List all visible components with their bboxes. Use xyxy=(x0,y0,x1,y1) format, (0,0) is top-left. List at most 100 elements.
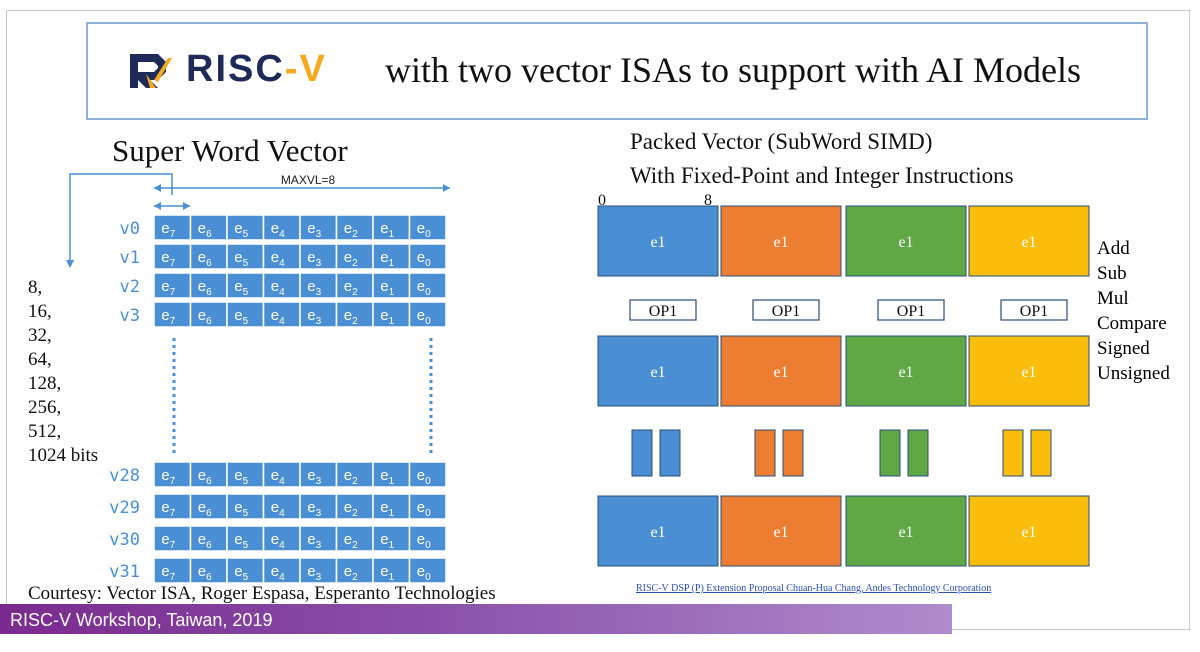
vector-element-cell xyxy=(408,214,447,241)
arrow-head-icon xyxy=(154,184,161,192)
vector-element-cell xyxy=(262,493,301,520)
op-box xyxy=(629,299,697,321)
sub-element-bar xyxy=(782,429,804,477)
arrow-head-icon xyxy=(443,184,450,192)
arrow-head-icon xyxy=(154,202,161,210)
bit-label-start: 0 xyxy=(598,192,606,209)
packed-element-block xyxy=(845,205,967,277)
vector-element-cell xyxy=(372,461,411,488)
bit-width-item: 64, xyxy=(28,349,52,370)
packed-element-block xyxy=(720,205,842,277)
vector-element-cell xyxy=(335,557,374,584)
packed-element-block xyxy=(968,495,1090,567)
operation-item: Unsigned xyxy=(1097,363,1170,384)
vector-element-cell xyxy=(226,525,265,552)
vector-element-cell xyxy=(408,525,447,552)
packed-element-label: e1 xyxy=(898,364,913,381)
dsp-reference-link[interactable]: RISC-V DSP (P) Extension Proposal Chuan-… xyxy=(636,583,992,594)
vector-element-cell xyxy=(189,301,228,328)
vector-element-cell xyxy=(189,493,228,520)
vector-element-cell xyxy=(262,461,301,488)
risc-v-logo-icon xyxy=(130,54,172,88)
operation-item: Compare xyxy=(1097,313,1167,334)
vector-element-cell xyxy=(372,214,411,241)
packed-element-label: e1 xyxy=(1021,524,1036,541)
sub-element-bar xyxy=(659,429,681,477)
risc-v-logo-text: RISC-V xyxy=(186,48,327,90)
vector-element-cell xyxy=(408,243,447,270)
bit-width-item: 16, xyxy=(28,301,52,322)
op-box xyxy=(1000,299,1068,321)
register-label: v2 xyxy=(120,277,140,297)
arrow-head-icon xyxy=(66,260,74,268)
vector-element-cell xyxy=(262,557,301,584)
operation-item: Mul xyxy=(1097,288,1129,309)
register-label: v30 xyxy=(109,530,140,550)
packed-element-label: e1 xyxy=(650,524,665,541)
vector-element-cell xyxy=(262,214,301,241)
packed-element-label: e1 xyxy=(1021,234,1036,251)
workshop-label: RISC-V Workshop, Taiwan, 2019 xyxy=(10,610,273,630)
vector-element-cell xyxy=(299,214,338,241)
vector-element-cell xyxy=(226,243,265,270)
vector-element-cell xyxy=(153,272,192,299)
packed-element-label: e1 xyxy=(773,364,788,381)
vector-element-cell xyxy=(372,557,411,584)
packed-element-label: e1 xyxy=(1021,364,1036,381)
packed-element-label: e1 xyxy=(773,234,788,251)
sub-element-bar xyxy=(1002,429,1024,477)
vector-element-cell xyxy=(372,272,411,299)
register-label: v0 xyxy=(120,219,140,239)
bit-width-item: 256, xyxy=(28,397,62,418)
packed-element-label: e1 xyxy=(773,524,788,541)
super-word-heading: Super Word Vector xyxy=(112,133,348,168)
courtesy-note: Courtesy: Vector ISA, Roger Espasa, Espe… xyxy=(28,583,496,604)
sub-element-bar xyxy=(631,429,653,477)
bit-width-item: 512, xyxy=(28,421,62,442)
packed-element-block xyxy=(597,205,719,277)
footer-bar xyxy=(0,604,952,634)
vector-element-cell xyxy=(408,461,447,488)
vector-element-cell xyxy=(408,301,447,328)
vector-element-cell xyxy=(299,525,338,552)
sub-element-bar xyxy=(879,429,901,477)
bit-width-list: 8,16,32,64,128,256,512,1024 bits xyxy=(28,276,138,468)
sub-element-bar xyxy=(907,429,929,477)
slide-title: with two vector ISAs to support with AI … xyxy=(385,50,1081,90)
bit-width-item: 1024 bits xyxy=(28,445,99,466)
register-label: v1 xyxy=(120,248,140,268)
packed-element-block xyxy=(597,495,719,567)
vector-element-cell xyxy=(335,301,374,328)
vector-element-cell xyxy=(372,301,411,328)
packed-heading-line1: Packed Vector (SubWord SIMD) xyxy=(630,129,933,154)
packed-element-label: e1 xyxy=(898,234,913,251)
bit-label-end: 8 xyxy=(704,192,712,209)
packed-element-block xyxy=(597,335,719,407)
vector-element-cell xyxy=(226,557,265,584)
operation-item: Signed xyxy=(1097,338,1150,359)
vector-element-cell xyxy=(226,493,265,520)
packed-element-label: e1 xyxy=(650,234,665,251)
op-label: OP1 xyxy=(897,303,925,320)
arrow-head-icon xyxy=(183,202,190,210)
register-label: v3 xyxy=(120,306,140,326)
sub-element-bar xyxy=(754,429,776,477)
vector-element-cell xyxy=(153,243,192,270)
bit-width-item: 128, xyxy=(28,373,62,394)
vector-element-cell xyxy=(226,214,265,241)
packed-element-label: e1 xyxy=(650,364,665,381)
vector-element-cell xyxy=(189,214,228,241)
vector-element-cell xyxy=(299,557,338,584)
vector-element-cell xyxy=(226,301,265,328)
register-label: v28 xyxy=(109,466,140,486)
bit-width-bracket xyxy=(69,173,173,262)
packed-element-block xyxy=(845,495,967,567)
register-label: v31 xyxy=(109,562,140,582)
bit-width-item: 8, xyxy=(28,277,43,298)
vector-element-cell xyxy=(299,272,338,299)
operation-item: Add xyxy=(1097,238,1130,259)
vector-element-cell xyxy=(408,557,447,584)
vector-element-cell xyxy=(189,557,228,584)
